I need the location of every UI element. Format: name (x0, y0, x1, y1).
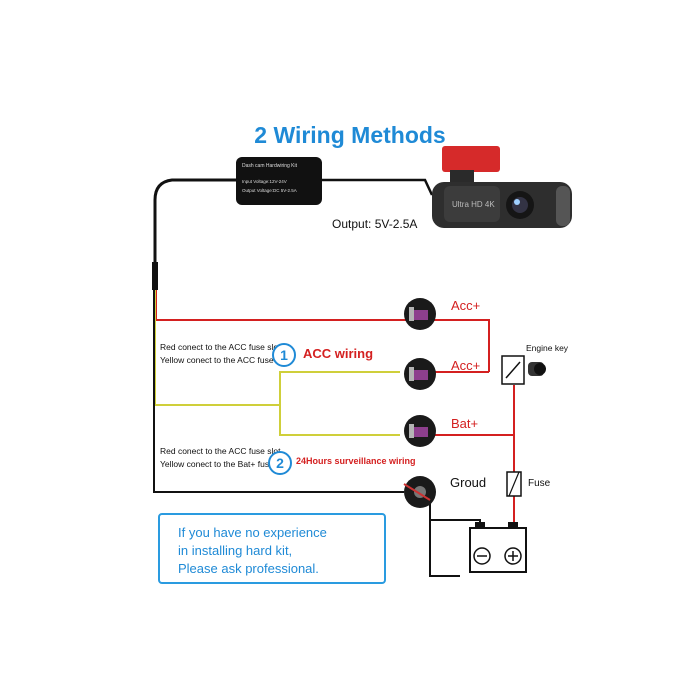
engine-key-label: Engine key (526, 343, 569, 353)
hardwire-kit-box: Dash cam Hardwiring Kit Input Voltage:12… (236, 157, 322, 205)
bat-label: Bat+ (451, 416, 479, 431)
method2-number-badge: 2 (268, 451, 292, 475)
professional-install-notice: If you have no experience in installing … (158, 513, 386, 584)
acc2-fuse-connector (404, 358, 436, 390)
dash-camera (432, 146, 572, 228)
kit-input-voltage: Input Voltage:12V-24V (242, 179, 287, 184)
method2-note-red: Red conect to the ACC fuse slot (160, 446, 281, 456)
acc1-label: Acc+ (451, 298, 481, 313)
acc2-label: Acc+ (451, 358, 481, 373)
fuse-label: Fuse (528, 478, 551, 489)
notice-line-1: If you have no experience (178, 525, 327, 540)
bat-fuse-connector (404, 415, 436, 447)
ground-terminal (403, 476, 436, 508)
yellow-wire-bat (279, 405, 400, 436)
notice-line-2: in installing hard kit, (178, 543, 293, 558)
acc1-fuse-connector (404, 298, 436, 330)
diagram-title: 2 Wiring Methods (254, 122, 446, 148)
engine-key-switch (501, 355, 546, 385)
output-label: Output: 5V-2.5A (332, 217, 418, 231)
method2-name: 24Hours surveillance wiring (296, 456, 416, 466)
ground-wire (153, 290, 404, 493)
ground-label: Groud (450, 475, 487, 490)
camera-cable (322, 178, 434, 196)
kit-name: Dash cam Hardwiring Kit (242, 163, 298, 169)
battery-ground-wire (429, 498, 481, 528)
method1-name: ACC wiring (303, 346, 374, 361)
chassis-ground-wire (429, 520, 460, 577)
kit-cable (153, 178, 236, 262)
battery (469, 522, 527, 573)
method1-note-red: Red conect to the ACC fuse slot (160, 342, 281, 352)
method2-note-yellow: Yellow conect to the Bat+ fuse slot (160, 459, 290, 469)
camera-label: Ultra HD 4K (452, 200, 495, 209)
kit-output-voltage: Output Voltage:DC 5V-2.5A (242, 188, 297, 193)
inline-fuse (506, 471, 522, 497)
method1-number-badge: 1 (272, 343, 296, 367)
cable-splitter (152, 262, 158, 290)
notice-line-3: Please ask professional. (178, 561, 319, 576)
method1-note-yellow: Yellow conect to the ACC fuse slot (160, 355, 290, 365)
